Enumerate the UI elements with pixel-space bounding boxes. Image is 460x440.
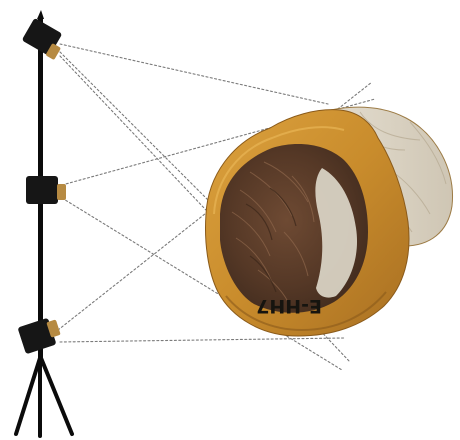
sight-line	[60, 44, 328, 104]
camera-lens	[57, 184, 66, 200]
camera-stand	[16, 10, 72, 436]
tripod	[16, 358, 72, 436]
specimen-number-label: E-HH7	[256, 295, 322, 317]
stand-top-cap	[37, 10, 44, 19]
bottom-camera	[17, 318, 60, 355]
fossil-specimen: E-HH7	[206, 107, 453, 336]
sight-line	[60, 338, 344, 342]
tripod-leg-right	[41, 358, 72, 434]
camera-body	[26, 176, 58, 204]
middle-camera	[26, 176, 66, 204]
tripod-leg-left	[16, 358, 40, 434]
